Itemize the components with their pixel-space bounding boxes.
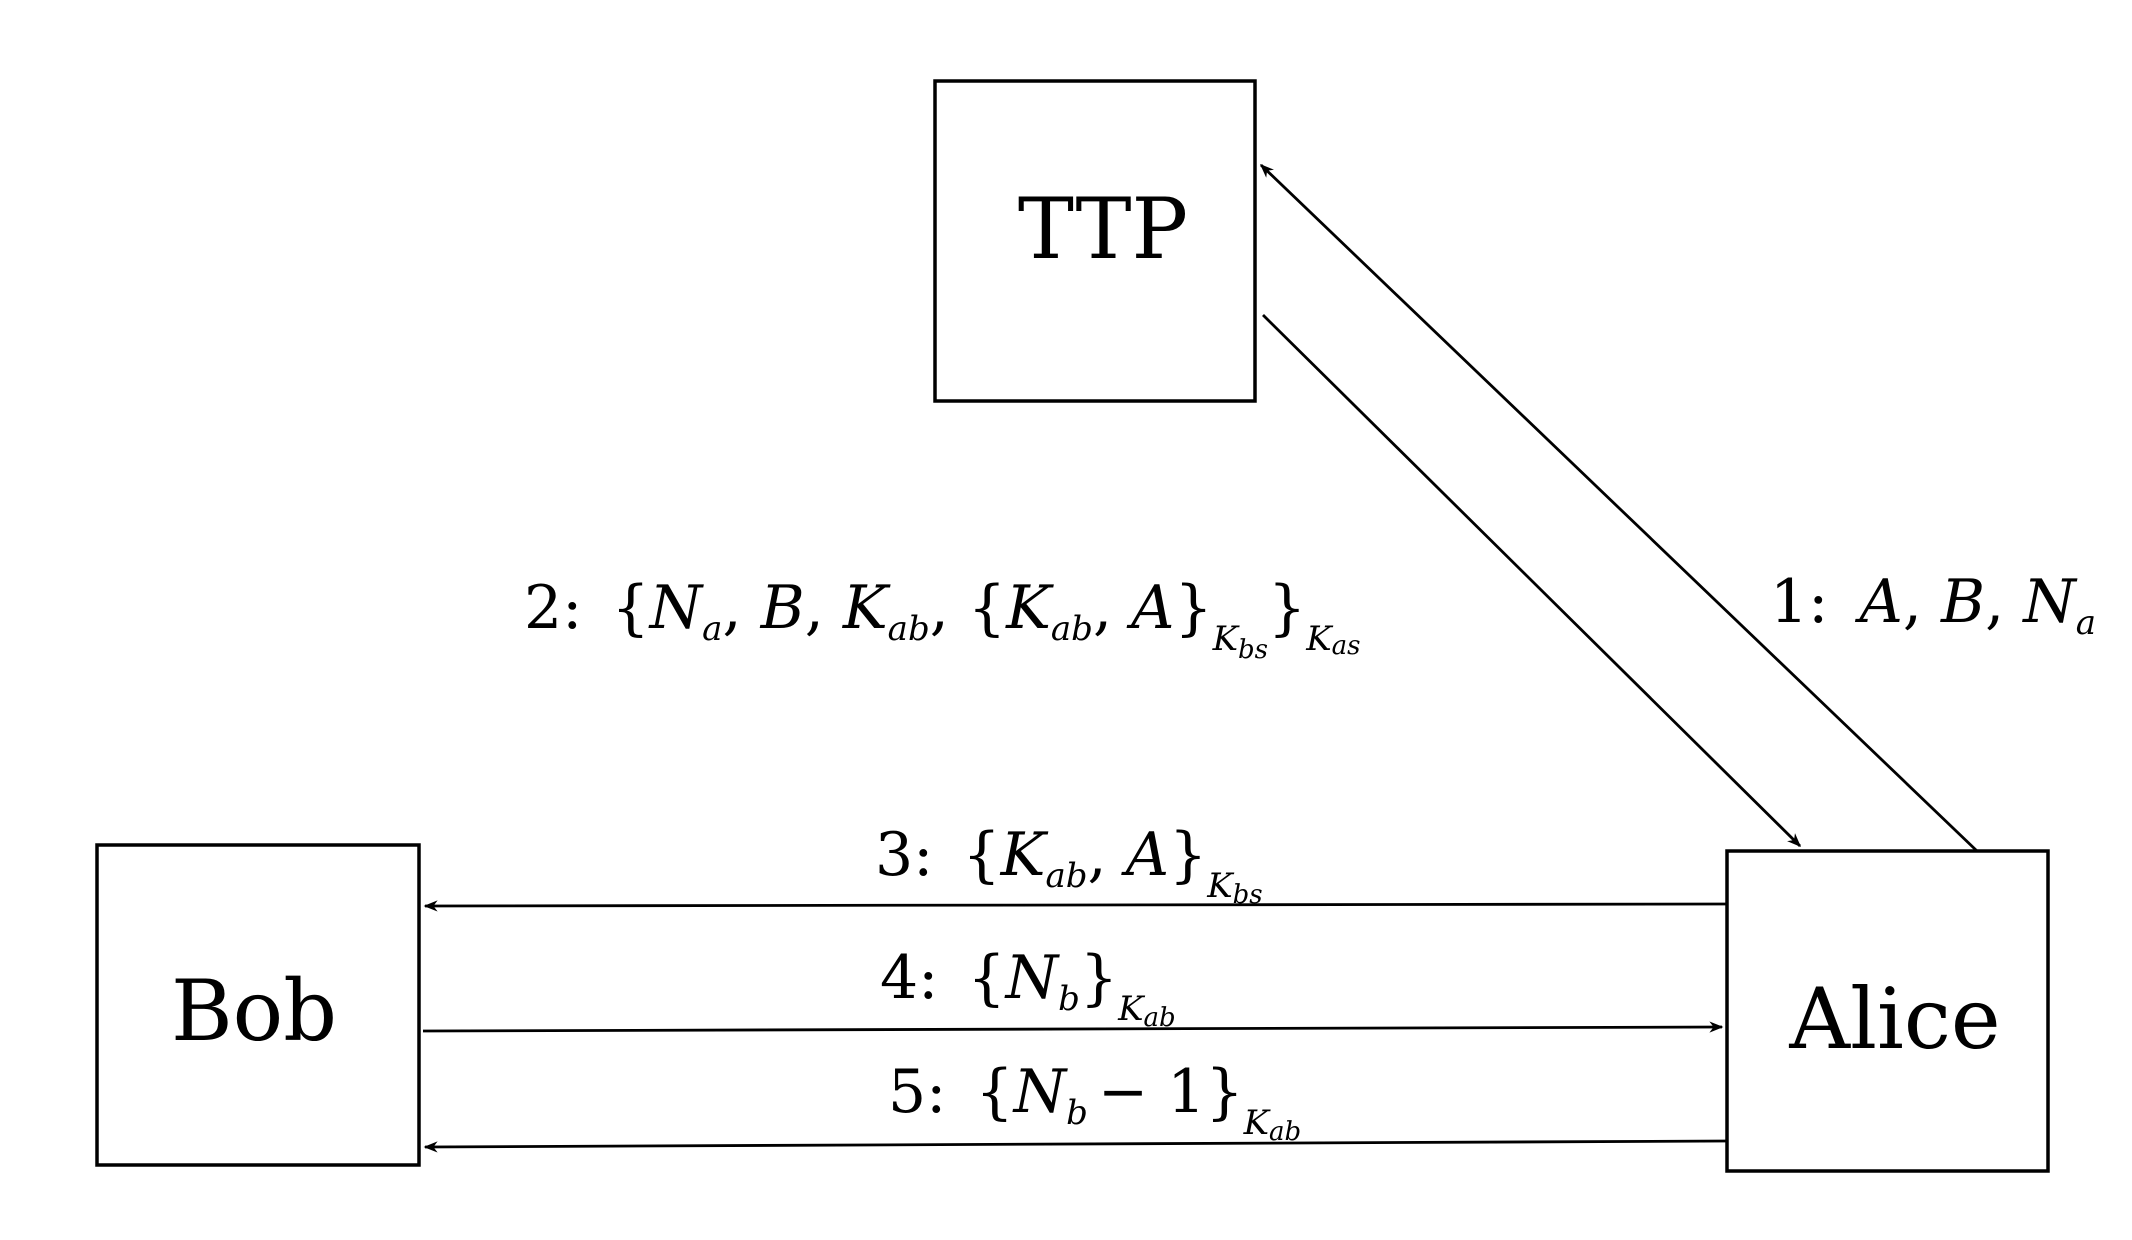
arrow-2-ttp-to-alice [1262,314,1801,847]
message-5-label: 5: {Nb− 1}Kab [888,1057,1301,1147]
message-1-label: 1: A, B, Na [1770,567,2096,643]
bob-label: Bob [171,962,337,1060]
arrow-4-bob-to-alice [422,1021,1724,1033]
alice-label: Alice [1788,970,2000,1068]
arrow-3-alice-to-bob [423,900,1728,912]
arrow-1-alice-to-ttp [1259,163,1978,853]
alice-node: Alice [1725,849,2050,1173]
ttp-node: TTP [933,79,1257,403]
message-2-label: 2: {Na, B, Kab, {Kab, A}Kbs}Kas [524,573,1360,665]
bob-node: Bob [95,843,421,1167]
message-3-label: 3: {Kab, A}Kbs [875,820,1263,910]
message-4-label: 4: {Nb}Kab [880,943,1176,1033]
arrow-5-alice-to-bob [423,1139,1728,1153]
ttp-label: TTP [1018,180,1188,278]
